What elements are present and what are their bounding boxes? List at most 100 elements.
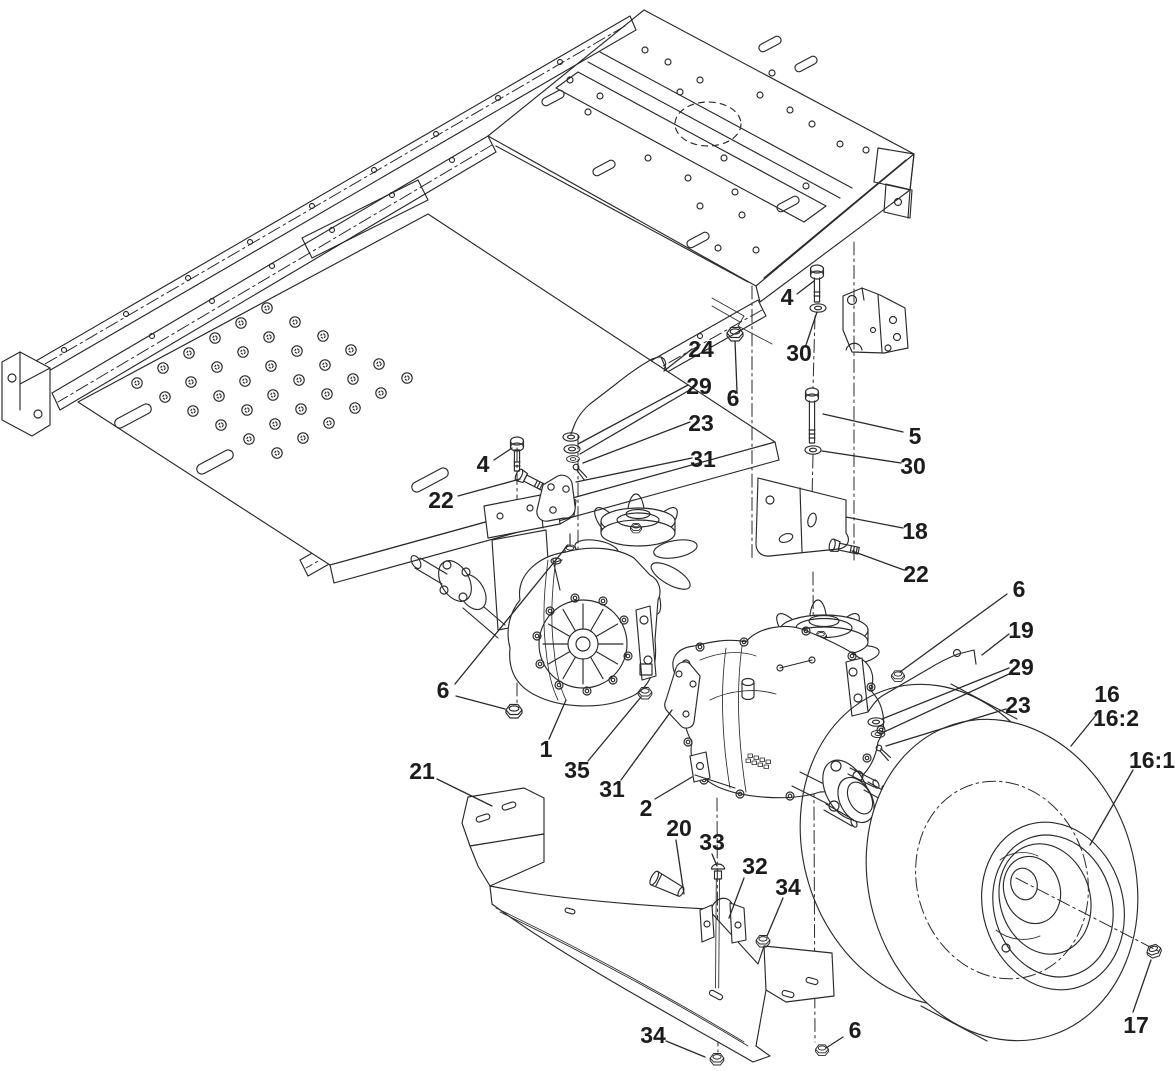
leader-22-right [851,550,905,571]
leader-16-1 [1089,769,1134,846]
deck-slots [541,35,818,249]
leader-31-right [620,709,673,781]
transaxle-left [410,493,700,707]
callout-16-1: 16:1 [1129,747,1175,773]
leader-29-right-a [881,667,1010,720]
callout-23-left: 23 [688,410,714,436]
caster-bracket [842,287,909,354]
washer-30-mid [804,445,822,455]
leader-30-upper [805,311,818,346]
leader-6-bottom [825,1036,844,1049]
leader-2 [654,776,693,800]
leader-6-right [899,593,1008,673]
leader-30-mid [821,450,902,464]
callout-30-upper: 30 [786,340,812,366]
callout-35: 35 [564,757,590,783]
hex-nut-6-right [891,670,905,683]
callout-29-right: 29 [1008,654,1034,680]
leader-19 [981,633,1010,656]
hex-nut-6-center [505,703,523,719]
tire-sidewall [865,718,1139,1042]
leader-5 [822,413,904,433]
brake-lever-left [635,605,657,681]
mount-plate-31-left [536,474,576,522]
callout-labels: 24 29 23 31 4 22 4 30 6 5 30 18 22 6 19 … [409,284,1175,1048]
hex-nut-34-lower [709,1052,725,1066]
callout-2: 2 [640,795,653,821]
leader-21 [436,778,493,807]
callout-32: 32 [742,853,768,879]
leader-29-left-a [577,384,689,445]
leader-6-center-b [454,544,569,685]
leader-34-upper [766,897,784,937]
frame-end-cap [1,351,51,437]
axle-center-line [1015,877,1161,953]
leader-6-upper [734,340,738,392]
leader-32 [728,877,745,919]
leader-17 [1132,959,1152,1013]
wheel-rim [981,821,1125,991]
callout-18: 18 [902,518,928,544]
axle-left [410,555,506,639]
leader-35 [587,696,642,762]
leader-24 [663,348,693,372]
leader-1 [548,699,567,740]
callout-5: 5 [909,423,922,449]
callout-31-right: 31 [599,776,625,802]
rail-holes [60,58,564,354]
brake-rod-19 [867,648,977,713]
pulley-left [600,507,676,547]
leader-20 [675,839,685,895]
callout-21: 21 [409,758,435,784]
guard-bracket-21 [461,787,835,1063]
carriage-bolt-4-left [509,436,525,472]
callout-16-2: 16:2 [1093,705,1139,731]
callout-22-right: 22 [903,561,929,587]
floor-pan [77,213,780,584]
callout-34-lower: 34 [640,1022,666,1048]
grille-right [745,753,771,769]
leader-34-lower [665,1040,706,1058]
leader-16 [1070,713,1098,747]
callout-29-left: 29 [686,373,712,399]
callout-19: 19 [1008,617,1034,643]
callout-23-right: 23 [1005,692,1031,718]
callout-1: 1 [540,736,553,762]
leader-18 [845,516,904,529]
mount-bracket-18 [755,477,849,557]
callout-30-mid: 30 [900,453,926,479]
callout-4-left: 4 [477,451,490,477]
callout-34-upper: 34 [775,874,801,900]
callout-33: 33 [699,829,725,855]
callout-24: 24 [688,336,714,362]
hex-nut-34-upper [755,934,771,948]
wheel-assembly [799,683,1139,1042]
callout-6-right: 6 [1013,576,1026,602]
leader-33 [711,853,718,867]
callout-16: 16 [1094,681,1120,707]
leader-22-left [457,478,521,497]
callout-6-center: 6 [437,677,450,703]
callout-6-bottom: 6 [849,1017,862,1043]
leader-4-upper [796,280,815,295]
axle-hub-right [791,759,891,828]
callout-4-upper: 4 [781,284,794,310]
leader-23-left [582,421,691,464]
hex-nut-6-bottom [815,1044,829,1057]
clamp-32 [699,897,747,944]
washer-30-upper [809,303,827,313]
leader-31-left [575,457,693,483]
leader-29-left-b [579,390,689,455]
leader-lines [436,280,1152,1058]
callout-6-upper: 6 [727,385,740,411]
callout-31-left: 31 [690,446,716,472]
leader-4-left [493,447,513,461]
carriage-bolt-33 [710,863,726,989]
hex-nut-6-upper [726,326,744,342]
transaxle-right [664,599,891,828]
deck-plate [487,9,915,345]
housing-ribs-left [538,599,628,689]
callout-17: 17 [1123,1012,1149,1038]
